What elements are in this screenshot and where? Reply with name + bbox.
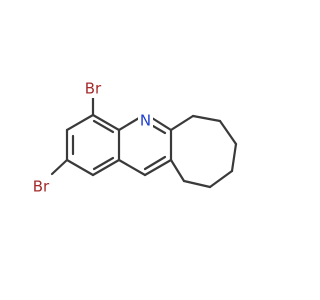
nitrogen-bg xyxy=(138,111,153,129)
bromine-left-bg xyxy=(28,178,54,196)
bond-group xyxy=(50,96,238,189)
bond-c1-c2 xyxy=(65,158,95,177)
bond-c11-c10a xyxy=(169,158,186,183)
atom-label-group: Br N Br xyxy=(28,80,153,196)
bond-n-c5a xyxy=(150,116,173,132)
molecule-structure: Br N Br xyxy=(28,79,238,196)
bond-c4-c4a-inner xyxy=(92,119,115,134)
bond-c10a-c10 xyxy=(143,158,173,177)
bond-c10b-c11 xyxy=(182,179,212,189)
bond-n-c5a-inner xyxy=(151,124,167,135)
bromine-top-bg xyxy=(80,80,106,98)
bond-c8a-c1-inner xyxy=(92,156,115,171)
bromine-left-label: Br xyxy=(33,178,50,196)
bond-c4-c4a xyxy=(91,113,121,132)
bond-c4a-n xyxy=(117,116,141,132)
bond-c10-c8a xyxy=(117,158,147,177)
molecule-canvas: Br N Br xyxy=(28,79,238,196)
bond-c3-c4 xyxy=(65,113,95,132)
bond-c10a-c10-inner xyxy=(143,155,167,171)
bond-c9-c10b xyxy=(208,169,234,189)
bond-c8-c9 xyxy=(230,142,238,173)
bond-c2-br xyxy=(50,158,69,176)
bond-c7-c8 xyxy=(218,119,238,146)
nitrogen-label: N xyxy=(140,112,151,130)
bromine-top-label: Br xyxy=(85,80,102,98)
bond-c5a-c6 xyxy=(169,114,195,132)
bond-c6-c7 xyxy=(191,114,222,123)
bond-c8a-c1 xyxy=(91,158,121,177)
